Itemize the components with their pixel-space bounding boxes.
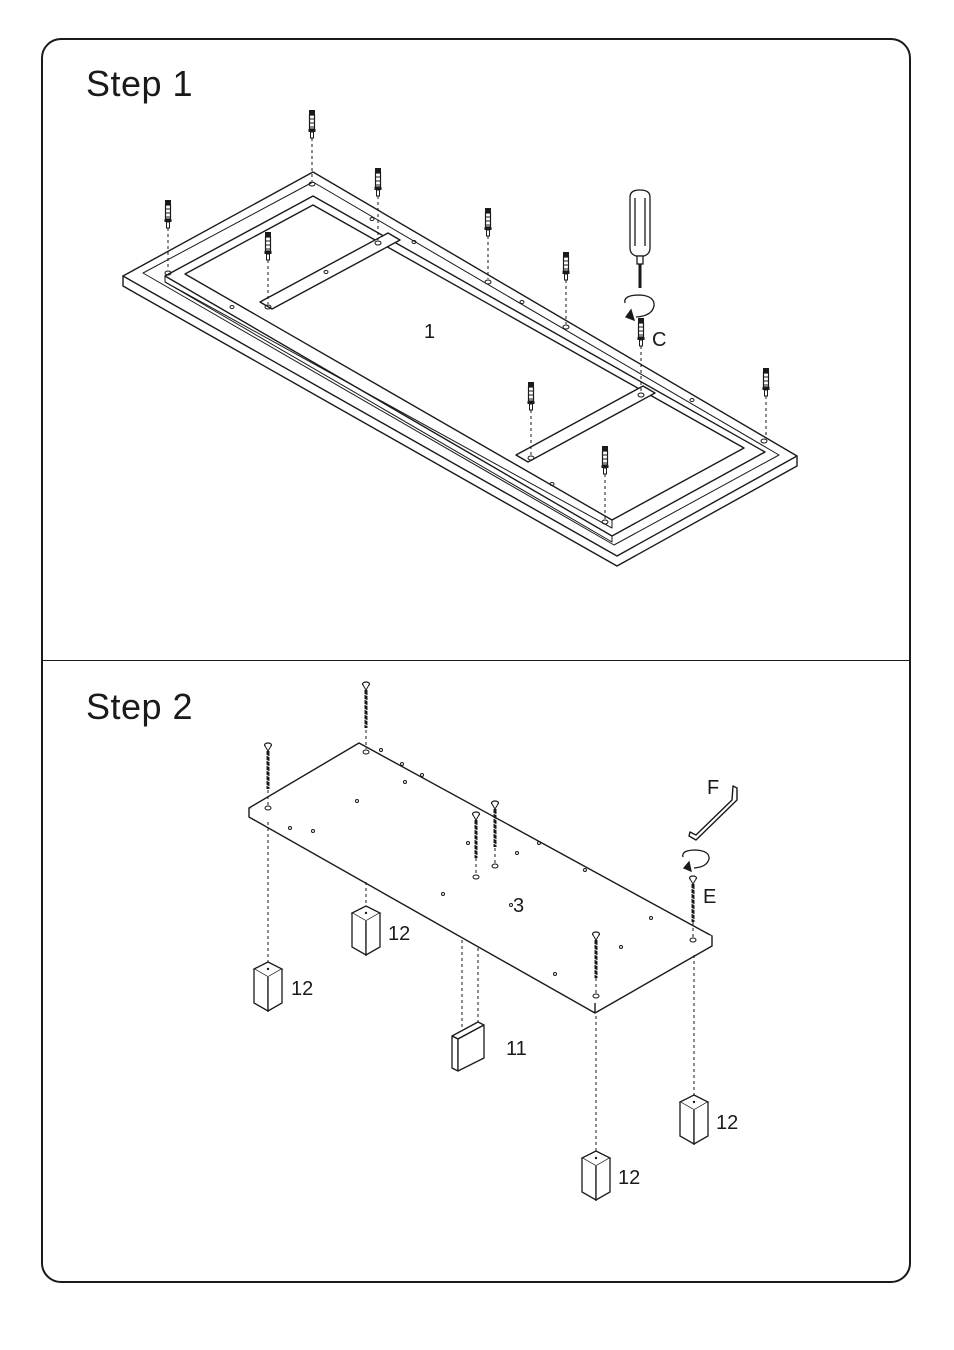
foot-block [680,1095,708,1144]
part-e-label: E [703,886,716,908]
part-12-label: 12 [388,923,410,945]
part-f-label: F [707,777,719,799]
foot-block [352,906,380,955]
screwdriver-icon [630,190,650,288]
step2-top-panel [249,743,712,1013]
step1-base-frame [123,172,797,566]
foot-block [254,962,282,1011]
part-12-label: 12 [618,1167,640,1189]
part-12-label: 12 [716,1112,738,1134]
part-11-label: 11 [506,1038,527,1060]
rotate-arrow-icon [625,295,654,320]
rotate-arrow-icon-2 [683,850,709,871]
part-3-label: 3 [513,895,524,917]
part-1-label: 1 [424,321,435,343]
part-c-label: C [652,329,666,351]
pad-block [452,1022,484,1071]
part-12-label: 12 [291,978,313,1000]
foot-block [582,1151,610,1200]
